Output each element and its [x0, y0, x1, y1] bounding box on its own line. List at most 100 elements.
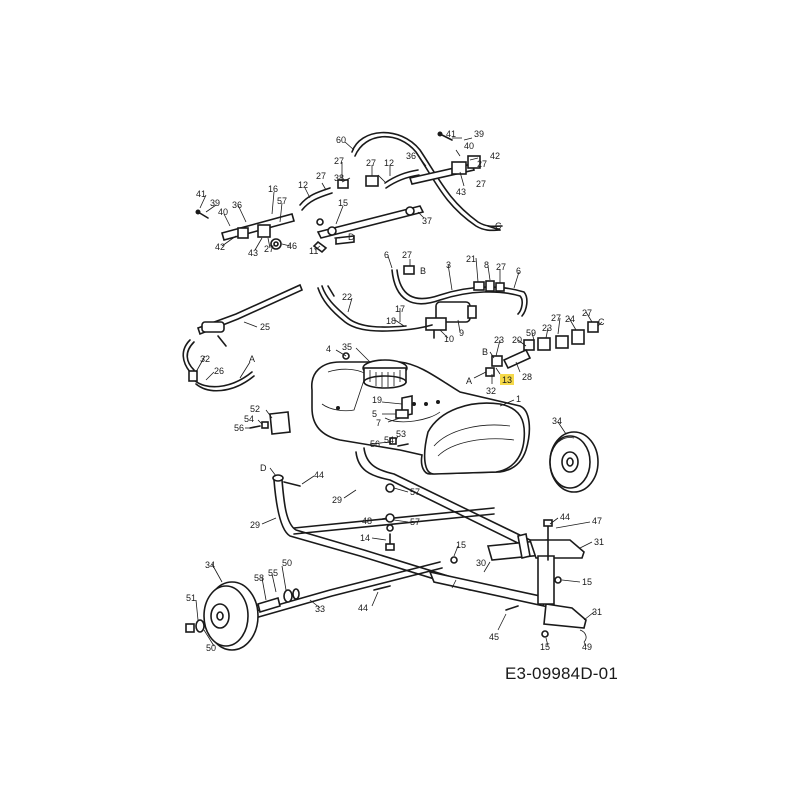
- left-wheel: [185, 581, 300, 651]
- callout-1: 1: [516, 394, 521, 404]
- callout-23: 23: [542, 323, 552, 333]
- callout-15: 15: [456, 540, 466, 550]
- callout-57: 57: [410, 487, 420, 497]
- callout-29: 29: [250, 520, 260, 530]
- callout-56: 56: [234, 423, 244, 433]
- callout-54: 54: [244, 414, 254, 424]
- callout-27: 27: [476, 179, 486, 189]
- callout-45: 45: [489, 632, 499, 642]
- spray-wand: [182, 283, 304, 392]
- callout-41: 41: [196, 189, 206, 199]
- callout-55: 55: [268, 568, 278, 578]
- callout-51: 51: [186, 593, 196, 603]
- callout-50: 50: [206, 643, 216, 653]
- callout-27: 27: [264, 244, 274, 254]
- mount-bracket: [249, 411, 409, 447]
- callout-15: 15: [582, 577, 592, 587]
- callout-30: 30: [476, 558, 486, 568]
- callout-27: 27: [582, 308, 592, 318]
- callout-46: 46: [287, 241, 297, 251]
- callout-15: 15: [338, 198, 348, 208]
- callout-12: 12: [298, 180, 308, 190]
- leader-lines: [195, 137, 603, 647]
- callout-36: 36: [406, 151, 416, 161]
- callout-36: 36: [232, 200, 242, 210]
- callout-32: 32: [200, 354, 210, 364]
- callout-50: 50: [282, 558, 292, 568]
- callout-29: 29: [332, 495, 342, 505]
- callout-4: 4: [326, 344, 331, 354]
- callout-9: 9: [459, 328, 464, 338]
- callout-14: 14: [360, 533, 370, 543]
- callout-6: 6: [516, 266, 521, 276]
- callout-43: 43: [248, 248, 258, 258]
- callout-42: 42: [215, 242, 225, 252]
- callout-60: 60: [336, 135, 346, 145]
- callout-26: 26: [214, 366, 224, 376]
- callout-38: 38: [334, 173, 344, 183]
- callout-27: 27: [366, 158, 376, 168]
- callout-6: 6: [384, 250, 389, 260]
- callout-25: 25: [260, 322, 270, 332]
- callout-34: 34: [552, 416, 562, 426]
- callout-13: 13: [502, 375, 512, 385]
- callout-31: 31: [594, 537, 604, 547]
- callout-23: 23: [494, 335, 504, 345]
- callout-40: 40: [464, 141, 474, 151]
- callout-27: 27: [334, 156, 344, 166]
- callout-47: 47: [592, 516, 602, 526]
- callout-59: 59: [526, 328, 536, 338]
- callout-35: 35: [342, 342, 352, 352]
- right-wheel: [549, 431, 599, 493]
- callout-B: B: [420, 266, 426, 276]
- callout-39: 39: [474, 129, 484, 139]
- callout-44: 44: [560, 512, 570, 522]
- callout-58: 58: [254, 573, 264, 583]
- callout-34: 34: [205, 560, 215, 570]
- tank: [311, 352, 531, 475]
- callout-5: 5: [372, 409, 377, 419]
- callout-43: 43: [456, 187, 466, 197]
- callout-31: 31: [592, 607, 602, 617]
- callout-39: 39: [210, 198, 220, 208]
- callout-27: 27: [316, 171, 326, 181]
- callout-10: 10: [444, 334, 454, 344]
- callout-42: 42: [490, 151, 500, 161]
- callout-32: 32: [486, 386, 496, 396]
- callout-3: 3: [446, 260, 451, 270]
- callout-52: 52: [250, 404, 260, 414]
- callout-12: 12: [384, 158, 394, 168]
- callout-57: 57: [277, 196, 287, 206]
- callout-13-highlight: [500, 374, 514, 385]
- callout-33: 33: [315, 604, 325, 614]
- callout-11: 11: [309, 246, 318, 256]
- callout-16: 16: [268, 184, 278, 194]
- callout-15: 15: [540, 642, 550, 652]
- callout-27: 27: [402, 250, 412, 260]
- callout-40: 40: [218, 207, 228, 217]
- callout-17: 17: [395, 304, 405, 314]
- callout-53: 53: [396, 429, 406, 439]
- callout-27: 27: [551, 313, 561, 323]
- callout-54: 54: [384, 435, 394, 445]
- callout-20: 20: [512, 335, 522, 345]
- pump-assembly: [317, 265, 599, 377]
- callout-18: 18: [386, 316, 396, 326]
- callout-27: 27: [496, 262, 506, 272]
- callout-C: C: [598, 317, 605, 327]
- document-code: E3-09984D-01: [505, 664, 618, 683]
- frame: [231, 447, 587, 643]
- callout-48: 48: [362, 516, 372, 526]
- callouts: 60 41 39 36 40 42 27 27 12 38 27 43 27 1…: [186, 129, 605, 653]
- callout-37: 37: [422, 216, 432, 226]
- callout-A: A: [466, 376, 472, 386]
- callout-44: 44: [358, 603, 368, 613]
- callout-A: A: [249, 354, 255, 364]
- callout-28: 28: [522, 372, 532, 382]
- callout-24: 24: [565, 314, 575, 324]
- callout-57: 57: [410, 517, 420, 527]
- callout-21: 21: [466, 254, 476, 264]
- callout-C: C: [495, 221, 502, 231]
- callout-22: 22: [342, 292, 352, 302]
